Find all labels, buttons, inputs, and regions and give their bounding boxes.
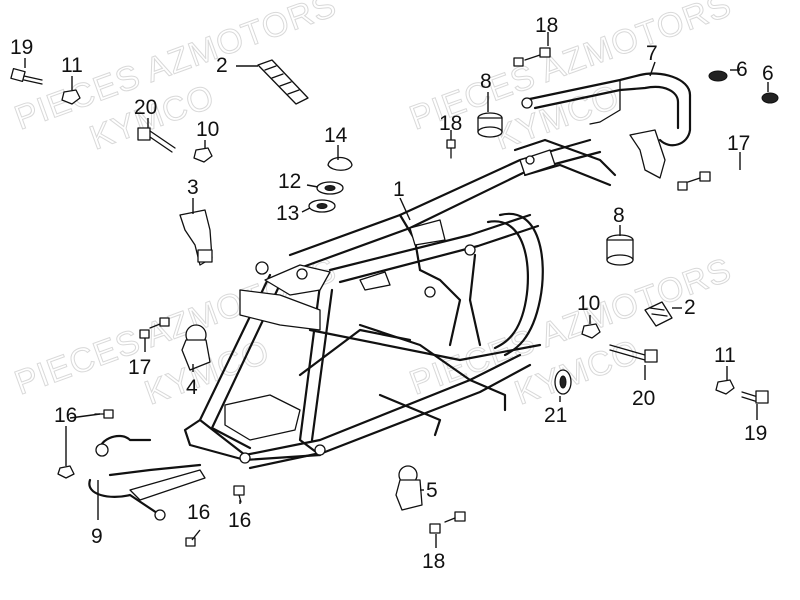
rear-rack-7[interactable] — [521, 72, 692, 179]
callout-19: 19 — [10, 36, 33, 59]
callout-10: 10 — [196, 118, 219, 141]
callout-11: 11 — [61, 54, 83, 77]
callout-21: 21 — [544, 404, 567, 427]
callout-3: 3 — [187, 176, 199, 199]
callout-18: 18 — [535, 14, 558, 37]
callout-18: 18 — [422, 550, 445, 573]
footrest-bracket-9[interactable] — [88, 434, 206, 521]
circlip-14[interactable] — [327, 156, 353, 171]
callout-18: 18 — [439, 112, 462, 135]
nut-16-left[interactable] — [57, 465, 75, 479]
bolt-18-lower[interactable] — [429, 511, 466, 534]
callout-8: 8 — [480, 70, 492, 93]
callout-6: 6 — [736, 58, 748, 81]
callout-17: 17 — [128, 356, 151, 379]
bracket-3[interactable] — [179, 209, 213, 266]
nut-10-lower[interactable] — [581, 323, 601, 339]
damper-8-upper[interactable] — [477, 112, 503, 138]
nut-6-upper[interactable] — [708, 70, 728, 82]
callout-4: 4 — [186, 376, 198, 399]
damper-8-lower[interactable] — [606, 234, 634, 266]
callout-12: 12 — [278, 170, 301, 193]
bolt-19-upper[interactable] — [10, 67, 43, 85]
callout-2: 2 — [216, 54, 228, 77]
nut-10-upper[interactable] — [193, 147, 213, 163]
rubber-strip-2-lower[interactable] — [644, 301, 673, 327]
callout-20: 20 — [632, 387, 655, 410]
bolt-20-lower[interactable] — [609, 344, 658, 363]
callout-17: 17 — [727, 132, 750, 155]
callout-16: 16 — [187, 501, 210, 524]
bolt-18-center[interactable] — [446, 139, 456, 159]
callout-7: 7 — [646, 42, 658, 65]
callout-6: 6 — [762, 62, 774, 85]
callout-5: 5 — [426, 479, 438, 502]
bolt-17-left[interactable] — [139, 317, 170, 339]
callout-16: 16 — [228, 509, 251, 532]
callout-16: 16 — [54, 404, 77, 427]
rubber-strip-2-upper[interactable] — [257, 59, 309, 105]
bolt-18-upper[interactable] — [513, 47, 551, 67]
nut-11-upper[interactable] — [61, 89, 81, 105]
bush-13[interactable] — [308, 199, 336, 213]
callout-14: 14 — [324, 124, 348, 147]
bolt-16-center[interactable] — [233, 485, 245, 503]
collar-21[interactable] — [554, 369, 572, 395]
callout-11: 11 — [714, 344, 736, 367]
callout-9: 9 — [91, 525, 103, 548]
bush-12[interactable] — [316, 181, 344, 195]
bracket-4[interactable] — [181, 324, 211, 371]
callout-10: 10 — [577, 292, 600, 315]
callout-19: 19 — [744, 422, 767, 445]
bolt-17-right[interactable] — [677, 171, 711, 191]
main-frame[interactable] — [183, 138, 617, 470]
bolt-19-lower[interactable] — [741, 390, 769, 404]
nut-11-lower[interactable] — [715, 379, 735, 395]
bracket-5[interactable] — [395, 465, 423, 511]
bolt-16-bottom[interactable] — [185, 537, 196, 547]
leader-lines — [24, 32, 769, 548]
callout-20: 20 — [134, 96, 157, 119]
callout-2: 2 — [684, 296, 696, 319]
callout-13: 13 — [276, 202, 299, 225]
callout-8: 8 — [613, 204, 625, 227]
callouts: 1 2 2 3 4 5 6 6 7 8 8 9 10 10 11 11 12 1… — [10, 14, 774, 573]
nut-6-lower[interactable] — [761, 92, 779, 104]
bolt-20-upper[interactable] — [137, 127, 176, 153]
callout-1: 1 — [393, 178, 405, 201]
